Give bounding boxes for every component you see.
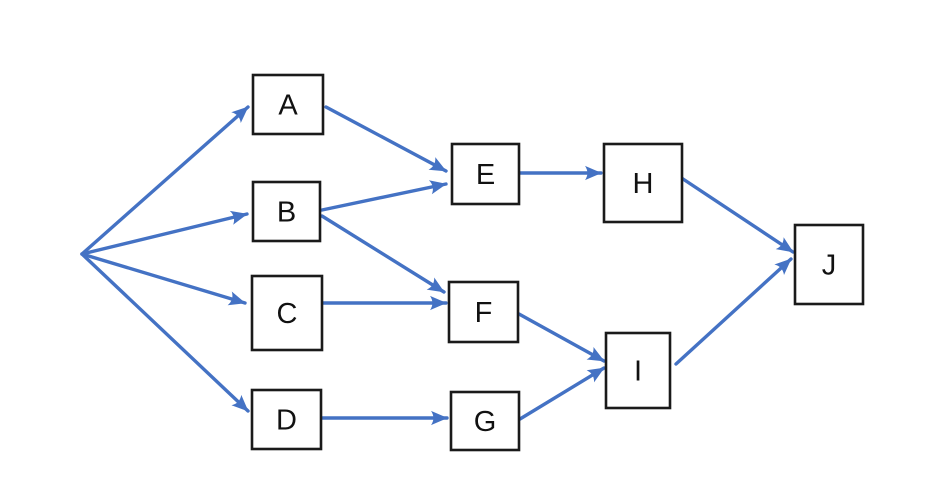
node-F-box (447, 280, 520, 344)
edge-G-I (518, 366, 606, 421)
node-G-label: G (474, 406, 497, 438)
node-E: E (450, 142, 521, 206)
node-J: J (793, 223, 865, 306)
edge-B-F (320, 214, 446, 294)
node-A: A (251, 73, 325, 136)
node-D-box (250, 388, 323, 451)
node-G: G (449, 390, 521, 452)
node-I: I (604, 331, 672, 410)
edges-layer (80, 105, 795, 426)
node-C-box (250, 274, 324, 352)
node-I-label: I (634, 356, 642, 388)
node-E-label: E (476, 159, 495, 191)
edge-I-J (674, 257, 793, 366)
node-C: C (250, 274, 324, 352)
node-B: B (251, 180, 322, 243)
edge-origin-D (80, 252, 250, 413)
edge-F-I (517, 312, 606, 363)
node-B-box (251, 180, 322, 243)
node-F: F (447, 280, 520, 344)
node-J-box (793, 223, 865, 306)
node-H-box (602, 142, 684, 224)
node-D: D (250, 388, 323, 451)
edge-origin-B (80, 210, 249, 256)
edge-origin-C (80, 252, 247, 306)
node-C-label: C (277, 298, 298, 330)
node-A-label: A (278, 90, 298, 122)
node-A-box (251, 73, 325, 136)
edge-A-E (324, 105, 448, 173)
edge-B-E (320, 180, 448, 212)
node-E-box (450, 142, 521, 206)
node-H-label: H (633, 168, 654, 200)
node-F-label: F (475, 297, 493, 329)
node-I-box (604, 331, 672, 410)
node-D-label: D (276, 405, 297, 437)
node-B-label: B (277, 197, 296, 229)
node-G-box (449, 390, 521, 452)
edge-origin-A (80, 105, 250, 256)
node-H: H (602, 142, 684, 224)
edge-H-J (675, 173, 795, 254)
nodes-layer: A B C D E F G H I J (250, 73, 865, 452)
node-J-label: J (822, 250, 837, 282)
